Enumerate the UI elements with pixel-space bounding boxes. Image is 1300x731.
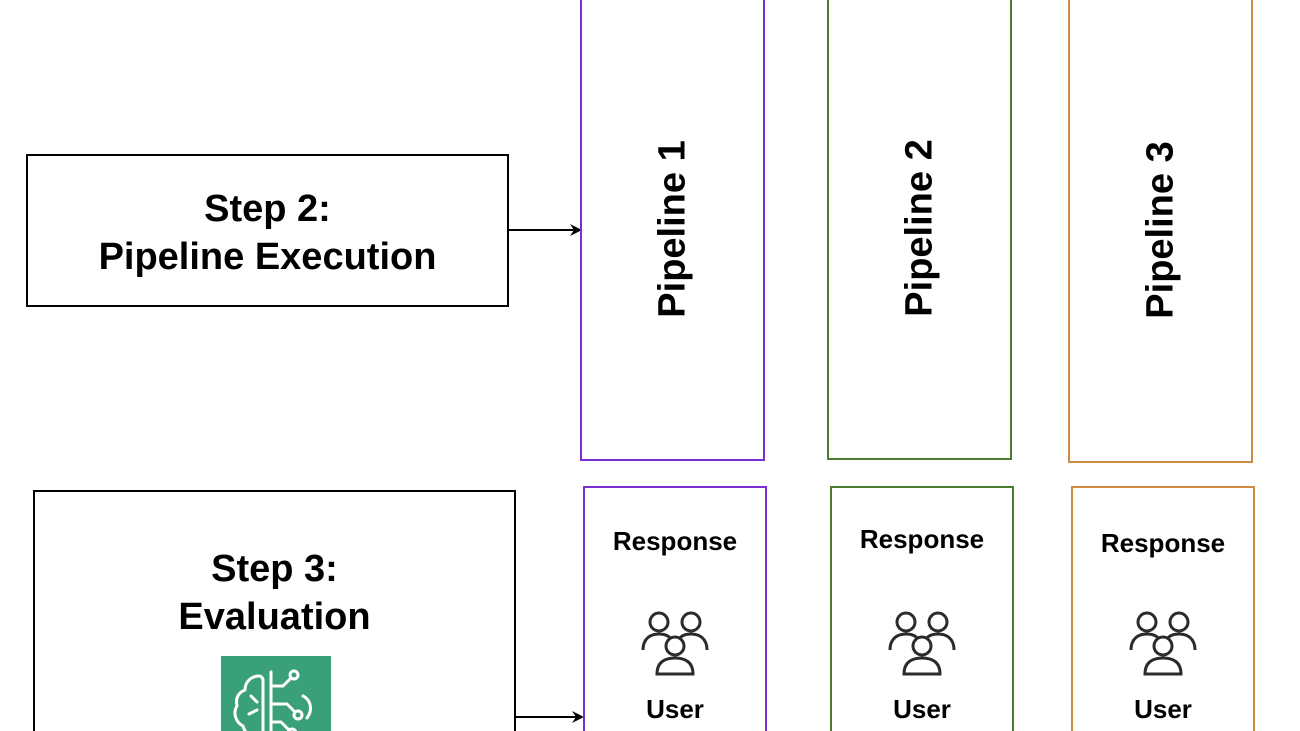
step3-box: Step 3: Evaluation (33, 490, 516, 731)
response-box-2: Response User (830, 486, 1014, 731)
step2-line1: Step 2: (204, 188, 331, 230)
response-label-3: Response (1100, 528, 1226, 558)
users-icon (888, 611, 956, 676)
ai-brain-circuit-icon (221, 656, 331, 731)
step3-line1: Step 3: (211, 548, 338, 590)
pipeline-column-2: Pipeline 2 (827, 0, 1012, 460)
response-label-2: Response (859, 524, 985, 554)
pipeline-title-2: Pipeline 2 (898, 139, 940, 317)
response-box-1: Response User (583, 486, 767, 731)
step2-box: Step 2: Pipeline Execution (26, 154, 509, 307)
response-label-1: Response (612, 526, 738, 556)
user-label-2: User (893, 694, 951, 724)
user-label-1: User (646, 694, 704, 724)
response-box-3: Response User (1071, 486, 1255, 731)
pipeline-title-3: Pipeline 3 (1139, 140, 1181, 319)
users-icon (1129, 611, 1197, 676)
pipeline-column-1: Pipeline 1 (580, 0, 765, 461)
step3-line2: Evaluation (178, 596, 371, 638)
users-icon (641, 611, 709, 676)
pipeline-title-1: Pipeline 1 (651, 139, 693, 318)
step2-line2: Pipeline Execution (98, 236, 437, 278)
pipeline-column-3: Pipeline 3 (1068, 0, 1253, 463)
user-label-3: User (1134, 694, 1192, 724)
